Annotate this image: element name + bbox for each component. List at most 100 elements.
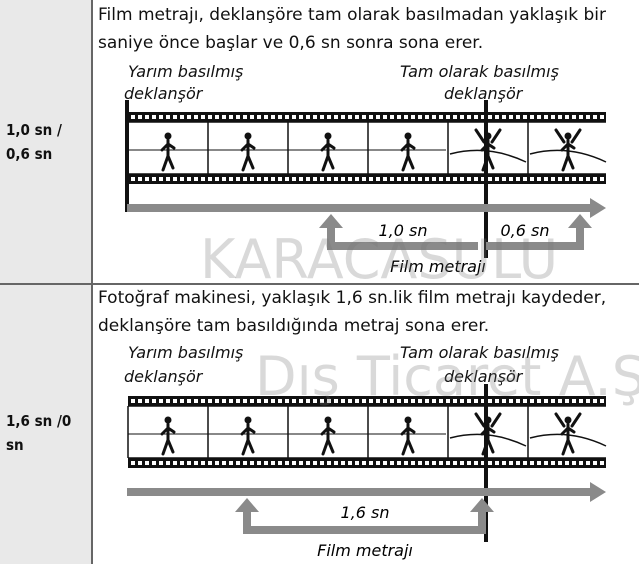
- sprocket-hole: [243, 177, 247, 181]
- sprocket-hole: [194, 399, 198, 403]
- sprocket-hole: [236, 399, 240, 403]
- sprocket-hole: [411, 461, 415, 465]
- sprocket-hole: [201, 461, 205, 465]
- runner-arms-up: [554, 412, 582, 428]
- sprocket-hole: [425, 177, 429, 181]
- sprocket-hole: [439, 399, 443, 403]
- sprocket-hole: [299, 177, 303, 181]
- sprocket-hole: [432, 399, 436, 403]
- sprocket-hole: [600, 177, 604, 181]
- sprocket-hole: [327, 461, 331, 465]
- sprocket-hole: [446, 115, 450, 119]
- sprocket-hole: [348, 115, 352, 119]
- timeline-arrow: [127, 482, 606, 502]
- sprocket-hole: [292, 177, 296, 181]
- sprocket-hole: [397, 399, 401, 403]
- sprocket-hole: [257, 399, 261, 403]
- sprocket-hole: [145, 115, 149, 119]
- sprocket-hole: [593, 461, 597, 465]
- sprocket-hole: [572, 115, 576, 119]
- sprocket-hole: [278, 399, 282, 403]
- sprocket-hole: [446, 461, 450, 465]
- sprocket-hole: [390, 461, 394, 465]
- sprocket-hole: [313, 399, 317, 403]
- sprocket-hole: [201, 115, 205, 119]
- sprocket-hole: [222, 177, 226, 181]
- sprocket-hole: [390, 399, 394, 403]
- sprocket-hole: [369, 399, 373, 403]
- sprocket-hole: [579, 115, 583, 119]
- sprocket-hole: [341, 399, 345, 403]
- sprocket-hole: [411, 177, 415, 181]
- sprocket-hole: [565, 115, 569, 119]
- sprocket-hole: [159, 461, 163, 465]
- sprocket-hole: [467, 115, 471, 119]
- sprocket-hole: [355, 461, 359, 465]
- runner-body: [400, 138, 416, 172]
- filmstrip-diagram-1: 1,0 sn 0,6 sn Film metrajı: [125, 100, 607, 276]
- sprocket-hole: [453, 177, 457, 181]
- sprocket-hole: [593, 177, 597, 181]
- sprocket-hole: [481, 461, 485, 465]
- film-strip: [127, 112, 607, 184]
- sprocket-hole: [593, 399, 597, 403]
- filmstrip-diagram-2: 1,6 sn Film metrajı: [127, 384, 607, 560]
- sprocket-hole: [376, 461, 380, 465]
- runner-head: [244, 416, 252, 424]
- sprocket-hole: [285, 115, 289, 119]
- film-bottom-band: [128, 174, 606, 184]
- sprocket-hole: [159, 399, 163, 403]
- sprocket-hole: [600, 115, 604, 119]
- sprocket-hole: [173, 461, 177, 465]
- sprocket-hole: [418, 461, 422, 465]
- sprocket-hole: [432, 461, 436, 465]
- sprocket-hole: [278, 115, 282, 119]
- sprocket-hole: [222, 461, 226, 465]
- sprocket-hole: [264, 115, 268, 119]
- sprocket-hole: [313, 115, 317, 119]
- sprocket-hole: [551, 177, 555, 181]
- sprocket-hole: [243, 461, 247, 465]
- sprocket-hole: [586, 399, 590, 403]
- sprocket-hole: [236, 461, 240, 465]
- sprocket-hole: [236, 115, 240, 119]
- sprocket-hole: [131, 115, 135, 119]
- runner-body: [320, 422, 336, 456]
- sprocket-hole: [306, 461, 310, 465]
- film-top-band: [128, 396, 606, 406]
- sprocket-hole: [180, 461, 184, 465]
- runner-head: [404, 132, 412, 140]
- sprocket-hole: [460, 399, 464, 403]
- option-row-1: 1,0 sn / 0,6 sn Film metrajı, deklanşöre…: [0, 0, 639, 285]
- sprocket-hole: [299, 399, 303, 403]
- sprocket-hole: [516, 177, 520, 181]
- sprocket-hole: [299, 115, 303, 119]
- sprocket-hole: [285, 177, 289, 181]
- sprocket-hole: [187, 115, 191, 119]
- sprocket-hole: [355, 177, 359, 181]
- sprocket-hole: [537, 399, 541, 403]
- sprocket-hole: [138, 399, 142, 403]
- sprocket-hole: [467, 399, 471, 403]
- sprocket-hole: [579, 461, 583, 465]
- sprocket-hole: [551, 115, 555, 119]
- sprocket-hole: [523, 399, 527, 403]
- runner-head: [324, 416, 332, 424]
- option-label-line1: 1,0 sn /: [6, 121, 62, 139]
- sprocket-hole: [502, 177, 506, 181]
- runner-arms-up: [554, 128, 582, 144]
- runner-head: [324, 132, 332, 140]
- sprocket-hole: [404, 177, 408, 181]
- sprocket-hole: [187, 177, 191, 181]
- sprocket-hole: [579, 177, 583, 181]
- sprocket-hole: [159, 115, 163, 119]
- runner-body: [160, 422, 176, 456]
- sprocket-hole: [453, 399, 457, 403]
- sprocket-hole: [509, 115, 513, 119]
- footage-label: Film metrajı: [317, 541, 413, 560]
- full-pressed-label-line1: Tam olarak basılmış: [400, 62, 559, 81]
- description-line2: deklanşöre tam basıldığında metraj sona …: [98, 316, 490, 336]
- sprocket-hole: [166, 399, 170, 403]
- sprocket-hole: [180, 115, 184, 119]
- sprocket-hole: [362, 399, 366, 403]
